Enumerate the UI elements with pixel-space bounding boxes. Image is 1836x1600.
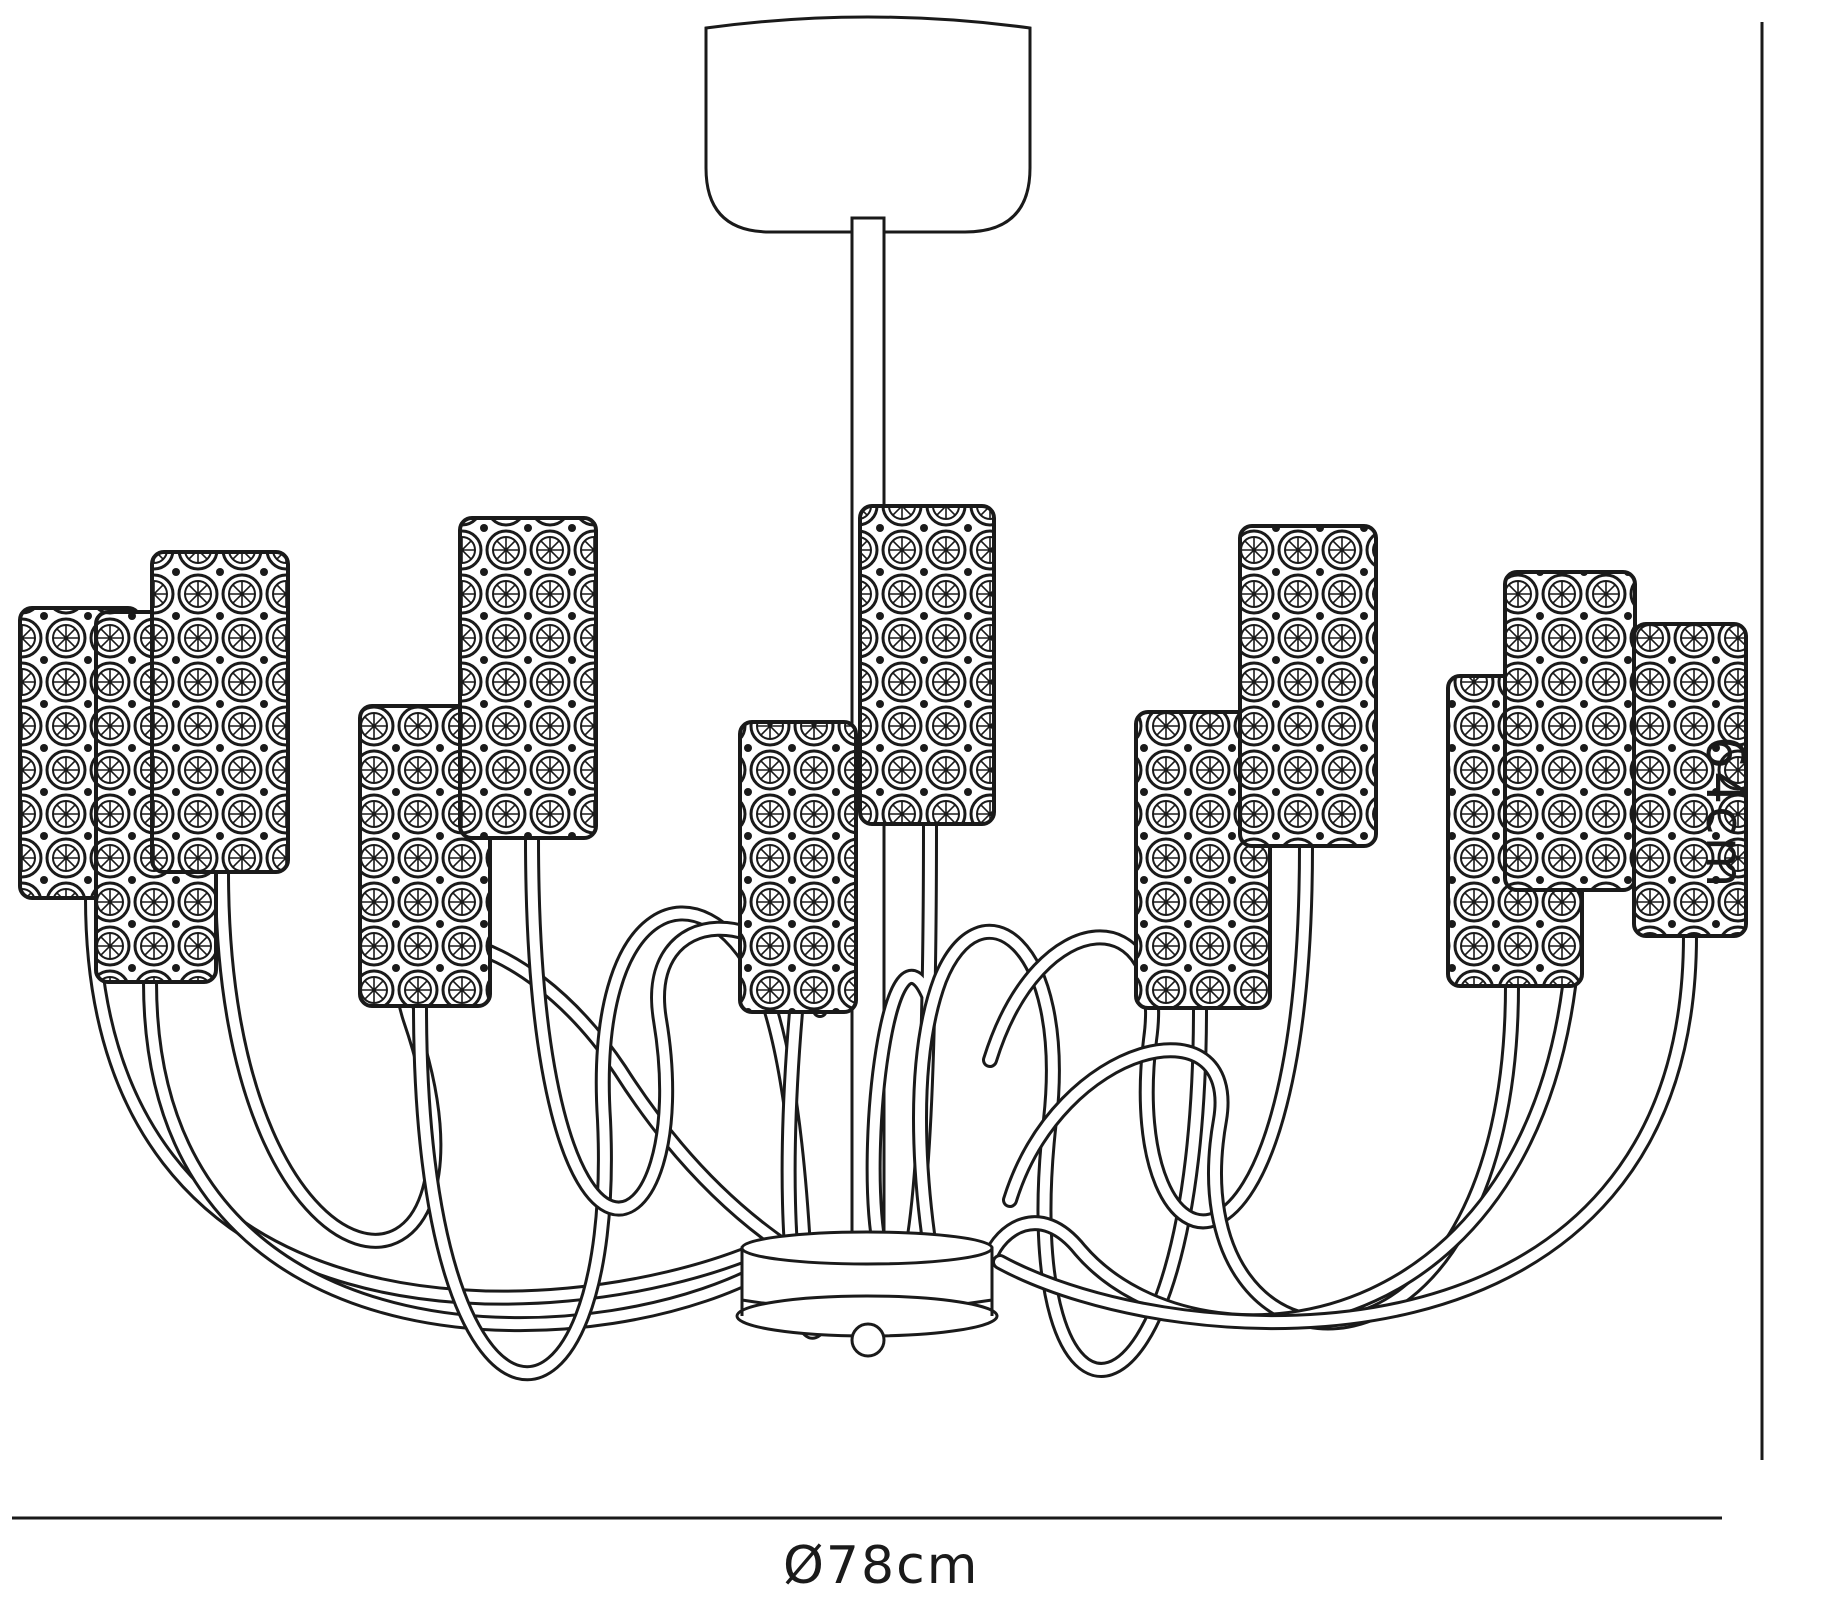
crystal-shade-9 — [1238, 524, 1378, 848]
height-dimension-label: 64cm — [1694, 736, 1754, 890]
arm-tube-core-9 — [985, 841, 1311, 1227]
arm-tube-core-12 — [995, 931, 1695, 1328]
arm-tube-core-8 — [915, 927, 1205, 1375]
crystal-shade-6 — [738, 720, 858, 1014]
arm-tube-core-2 — [145, 977, 781, 1330]
central-hub — [735, 1230, 999, 1358]
width-dimension-label: Ø78cm — [783, 1536, 980, 1596]
crystal-shade-11 — [1503, 570, 1637, 892]
shades-group — [18, 504, 1748, 1014]
finial-knob — [850, 1322, 886, 1358]
crystal-shade-12 — [1632, 622, 1748, 938]
arms-group — [84, 816, 1698, 1382]
arm-tube-core-1 — [87, 893, 757, 1303]
arm-tube-core-4 — [415, 908, 809, 1379]
crystal-shade-3 — [150, 550, 290, 874]
crystal-shade-7 — [858, 504, 996, 826]
ceiling-canopy — [704, 15, 1032, 234]
crystal-shade-4 — [358, 704, 492, 1008]
crystal-shade-5 — [458, 516, 598, 840]
crystal-shade-8 — [1134, 710, 1272, 1010]
